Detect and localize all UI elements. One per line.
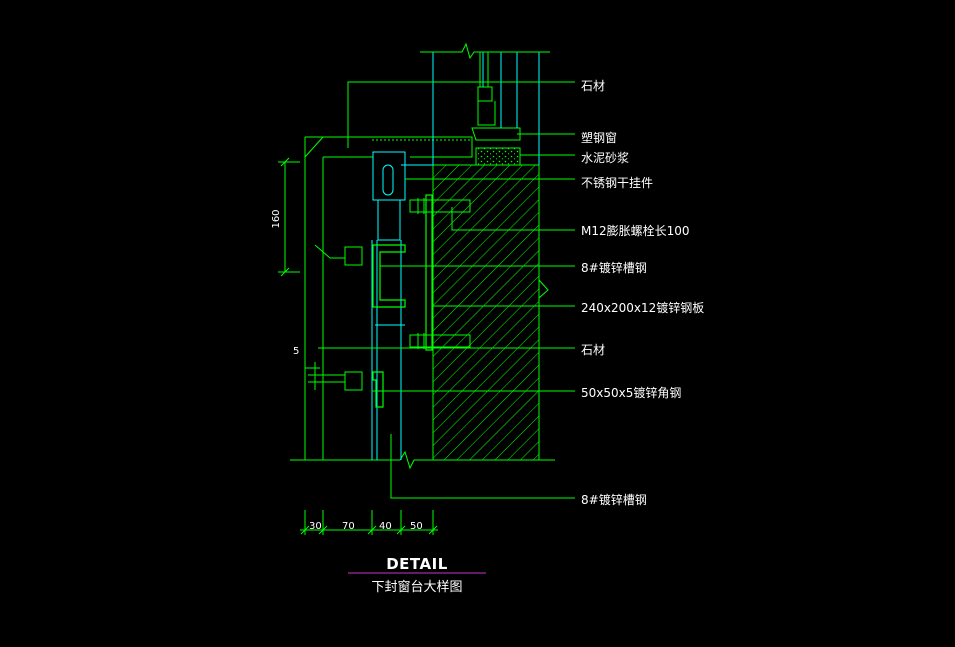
- callout-bolt: M12膨胀螺栓长100: [581, 223, 690, 238]
- dimension-label-bottom: 70: [342, 521, 355, 532]
- dimension-label-bottom: 50: [410, 521, 423, 532]
- axis-lines: [401, 52, 540, 166]
- cement-mortar-bed: [475, 147, 521, 166]
- concrete-wall: [432, 164, 549, 461]
- steel-plate: [372, 194, 433, 408]
- callout-anchor: 不锈钢干挂件: [581, 176, 653, 190]
- drawing-title: DETAIL: [386, 555, 448, 573]
- callout-channel-lower: 8#镀锌槽钢: [581, 493, 647, 507]
- callout-stone-top: 石材: [581, 79, 605, 93]
- drawing-subtitle: 下封窗台大样图: [371, 579, 462, 595]
- top-break-line: [420, 42, 550, 60]
- stone-cladding: [304, 136, 473, 460]
- callout-angle-steel: 50x50x5镀锌角钢: [581, 386, 681, 400]
- expansion-bolts: [308, 198, 471, 391]
- bottom-break-line: [290, 450, 555, 470]
- stainless-steel-anchor: [372, 151, 406, 241]
- plastic-steel-window: [471, 51, 521, 141]
- galvanized-channel-steel: [371, 240, 405, 460]
- dimension-label-small: 5: [293, 346, 299, 357]
- leader-lines: [318, 81, 575, 499]
- callout-mortar: 水泥砂浆: [581, 150, 629, 165]
- dimension-lines: [278, 157, 438, 535]
- callout-steel-plate: 240x200x12镀锌钢板: [581, 301, 704, 315]
- callout-channel-upper: 8#镀锌槽钢: [581, 261, 647, 275]
- dimension-label-bottom: 40: [379, 521, 392, 532]
- callout-window: 塑钢窗: [581, 130, 617, 145]
- callout-stone-lower: 石材: [581, 343, 605, 357]
- dimension-label-bottom: 30: [309, 521, 322, 532]
- dimension-label-vertical: 160: [271, 209, 282, 228]
